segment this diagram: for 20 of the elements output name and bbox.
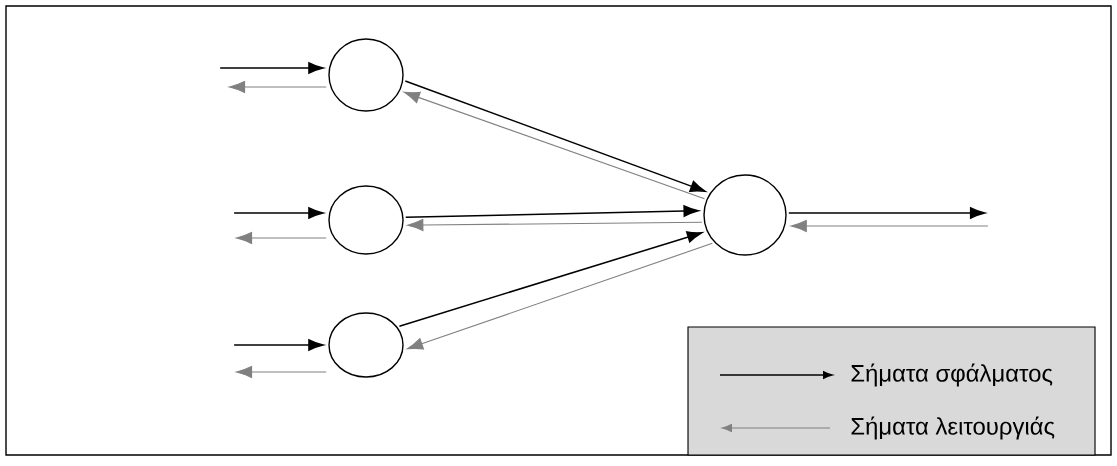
legend-label: Σήματα λειτουργιάς: [851, 416, 1055, 440]
arrow: [229, 81, 327, 93]
arrow: [398, 231, 703, 328]
arrow: [790, 220, 989, 232]
arrow: [219, 62, 324, 74]
arrow: [407, 219, 703, 232]
arrow: [236, 366, 327, 378]
node-circle: [328, 185, 404, 255]
node-circle: [328, 312, 404, 378]
arrow: [233, 339, 324, 351]
arrow: [788, 207, 986, 219]
arrow: [404, 80, 706, 192]
arrow: [404, 205, 699, 219]
arrow: [233, 207, 324, 219]
node-circle: [703, 174, 787, 256]
node-circle: [328, 38, 404, 112]
arrow: [406, 242, 713, 350]
legend-label: Σήματα σφάλματος: [851, 363, 1053, 387]
arrow: [403, 91, 706, 200]
arrow: [236, 232, 327, 244]
